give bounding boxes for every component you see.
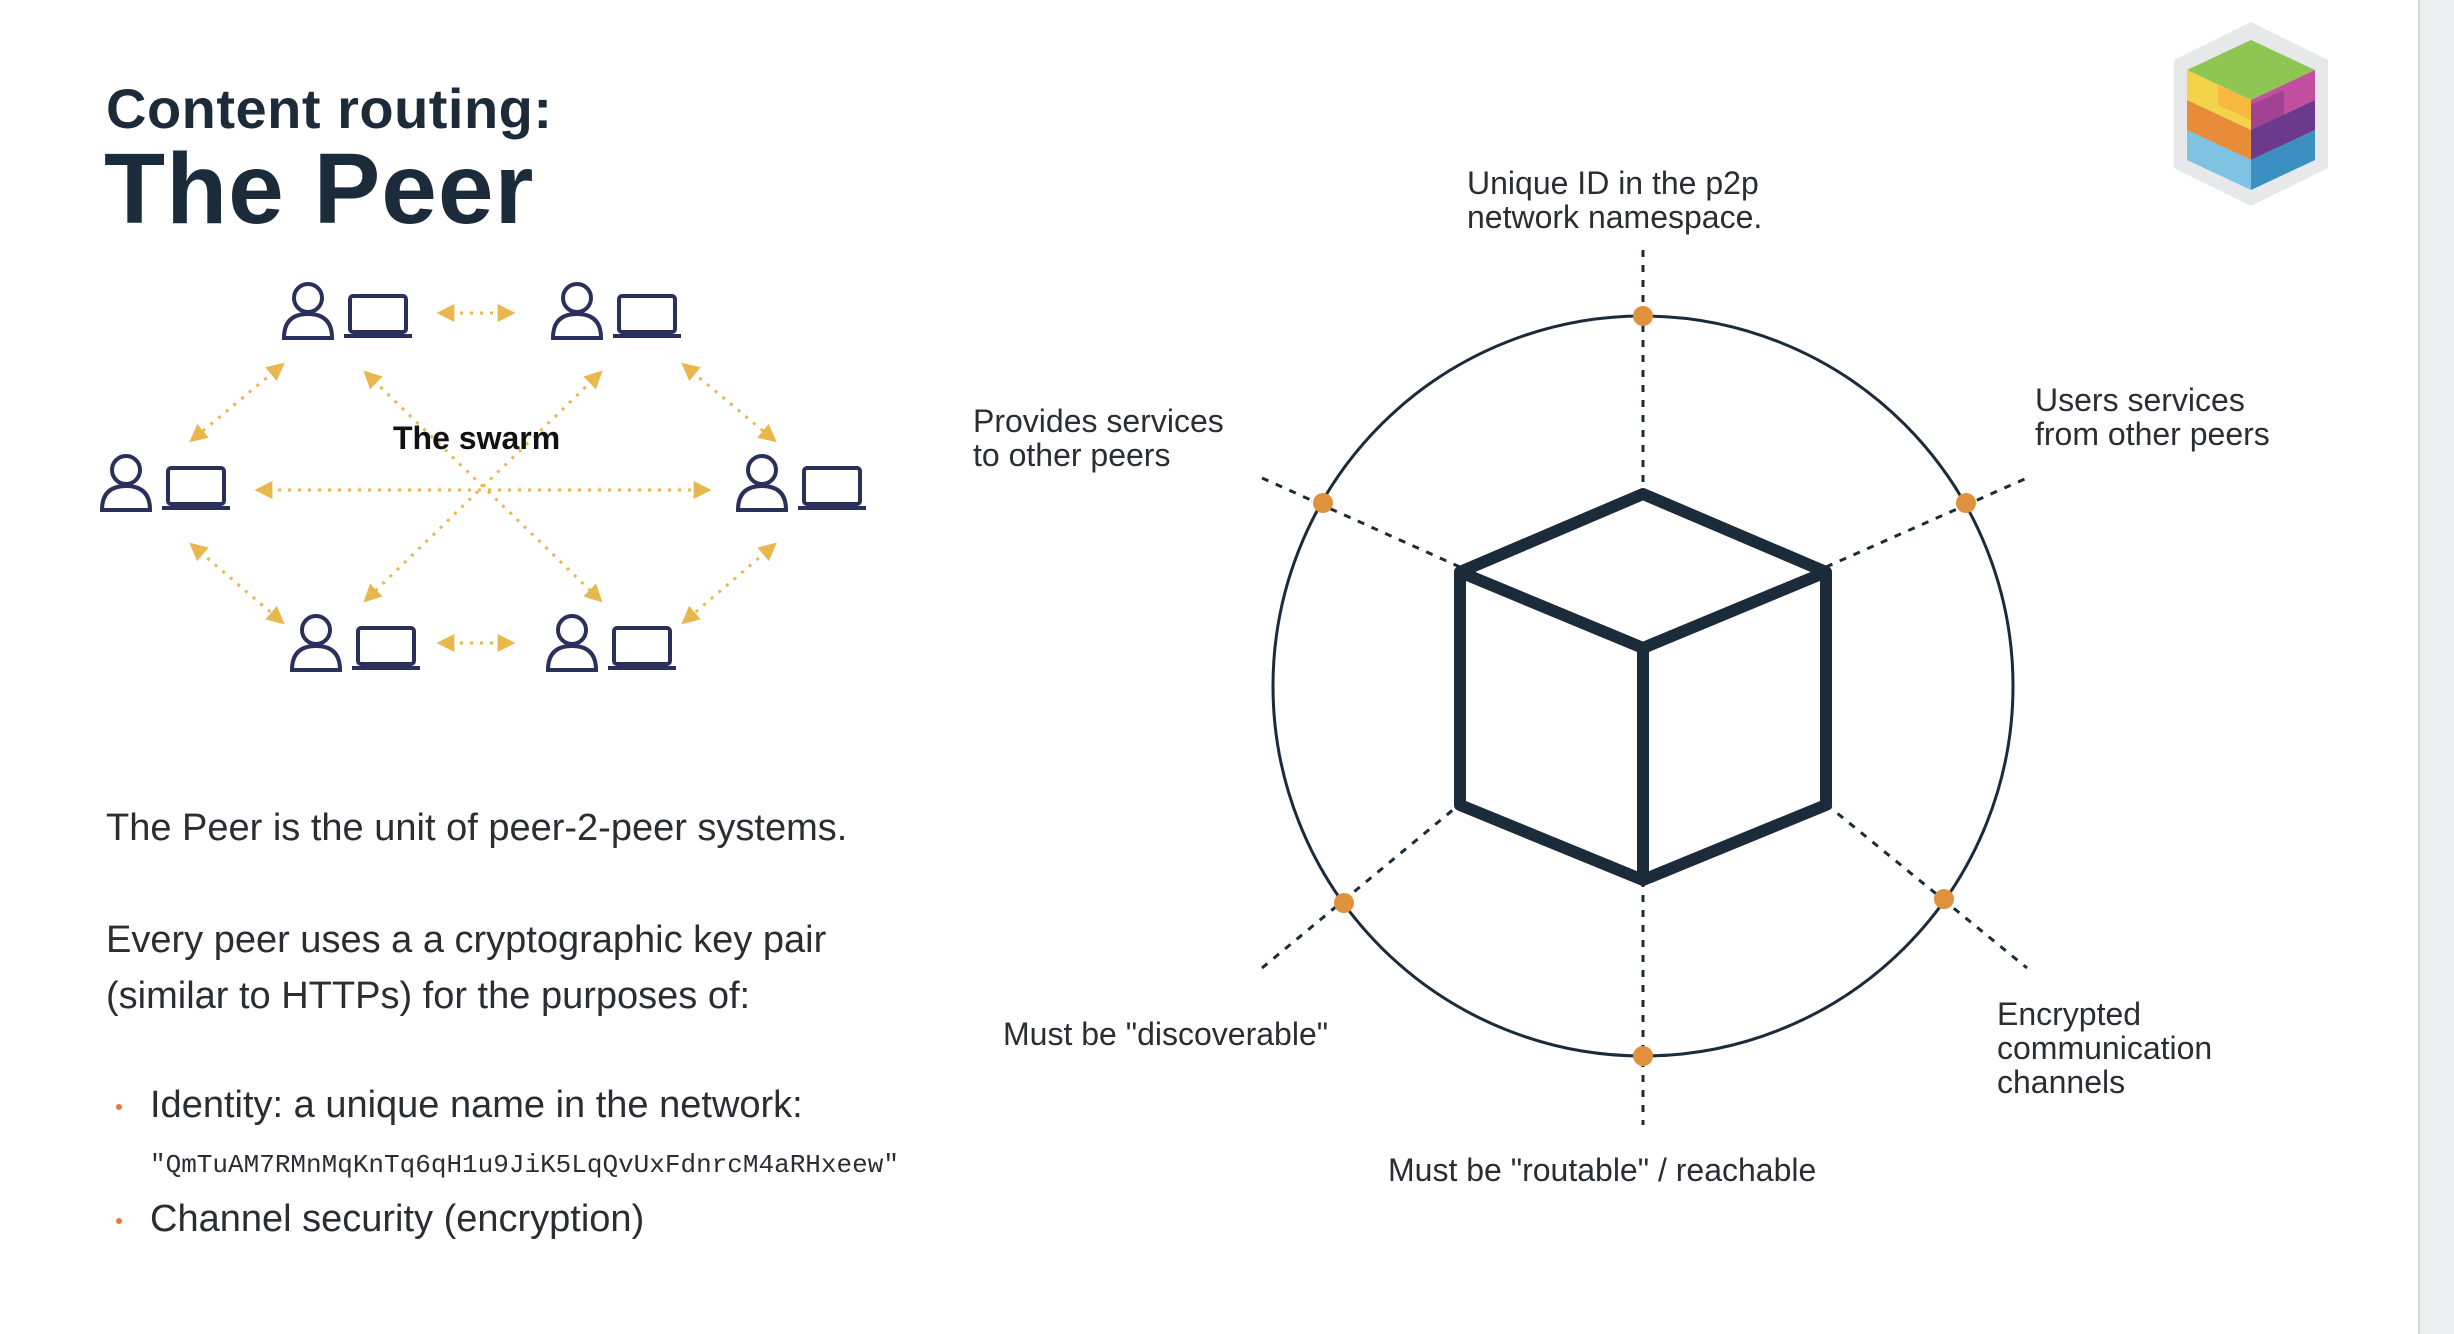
peer-bottom-right-icon <box>545 614 676 672</box>
spoke-upper-left <box>1261 476 1461 569</box>
bullet-text: Channel security (encryption) <box>150 1198 645 1240</box>
window-edge <box>2418 0 2454 1334</box>
label-routable: Must be "routable" / reachable <box>1388 1152 1817 1188</box>
dot-upper-right <box>1956 493 1976 513</box>
dot-lower-right <box>1934 889 1954 909</box>
bullet-dot-icon <box>116 1104 122 1110</box>
label-discoverable: Must be "discoverable" <box>1003 1016 1329 1052</box>
label-provides-services: Provides services to other peers <box>973 403 1224 473</box>
label-encrypted-channels: Encrypted communication channels <box>1997 996 2213 1100</box>
peer-top-left-icon <box>281 282 412 340</box>
peer-id: "QmTuAM7RMnMqKnTq6qH1u9JiK5LqQvUxFdnrcM4… <box>150 1150 899 1180</box>
spoke-upper-right <box>1825 476 2028 569</box>
keypair-text-line2: (similar to HTTPs) for the purposes of: <box>106 975 751 1017</box>
peer-top-right-icon <box>550 282 681 340</box>
label-uses-services: Users services from other peers <box>2035 382 2270 452</box>
spoke-lower-left <box>1261 802 1461 970</box>
slide-title: The Peer <box>104 133 535 245</box>
spokes <box>1261 250 2028 1125</box>
cube-icon <box>1454 488 1832 886</box>
peer-middle-left-icon <box>99 454 230 512</box>
peer-middle-right-icon <box>735 454 866 512</box>
dot-lower-left <box>1334 893 1354 913</box>
spoke-dots <box>1313 306 1976 1066</box>
swarm-connections <box>189 304 777 652</box>
label-unique-id: Unique ID in the p2p network namespace. <box>1467 165 1763 235</box>
slide-subtitle: Content routing: <box>106 77 553 140</box>
peer-bottom-left-icon <box>289 614 420 672</box>
swarm-peers <box>99 282 866 672</box>
keypair-text-line1: Every peer uses a a cryptographic key pa… <box>106 919 827 961</box>
bullet-dot-icon <box>116 1218 122 1224</box>
link-diagonal-up <box>363 370 603 603</box>
spoke-lower-right <box>1825 802 2028 970</box>
dot-top <box>1633 306 1653 326</box>
swarm-label: The swarm <box>393 420 561 456</box>
colored-cube-logo-icon <box>2174 22 2328 206</box>
intro-text: The Peer is the unit of peer-2-peer syst… <box>106 807 848 849</box>
bullet-text: Identity: a unique name in the network: <box>150 1084 803 1126</box>
dot-bottom <box>1633 1046 1653 1066</box>
dot-upper-left <box>1313 493 1333 513</box>
